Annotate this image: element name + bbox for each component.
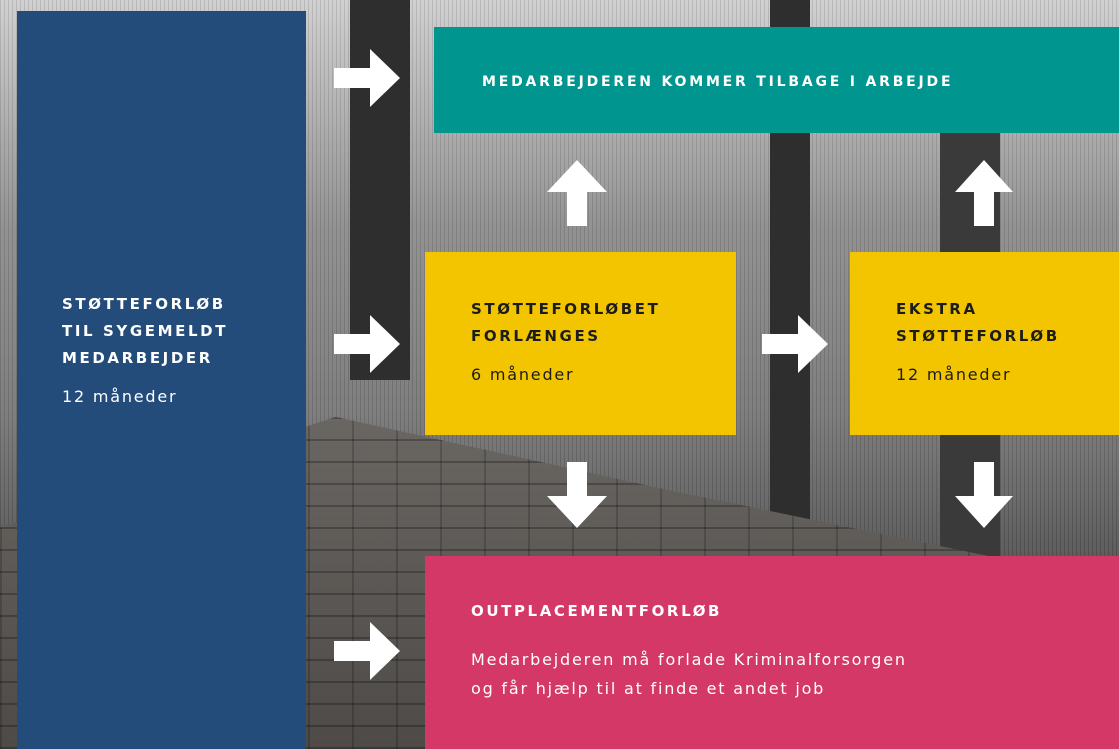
arrow-down-from-extended-icon — [547, 462, 607, 528]
extra-title: EKSTRA STØTTEFORLØB — [896, 300, 1060, 345]
arrow-right-to-return-icon — [334, 49, 400, 107]
extended-duration: 6 måneder — [471, 365, 575, 384]
outplacement-description: Medarbejderen må forlade Kriminalforsorg… — [471, 650, 907, 698]
start-box: STØTTEFORLØB TIL SYGEMELDT MEDARBEJDER 1… — [17, 11, 306, 749]
outplacement-box: OUTPLACEMENTFORLØB Medarbejderen må forl… — [425, 556, 1119, 749]
arrow-right-to-extended-icon — [334, 315, 400, 373]
arrow-up-from-extra-icon — [955, 160, 1013, 226]
arrow-right-to-outplacement-icon — [334, 622, 400, 680]
arrow-down-from-extra-icon — [955, 462, 1013, 528]
start-title: STØTTEFORLØB TIL SYGEMELDT MEDARBEJDER — [62, 295, 229, 367]
return-box: MEDARBEJDEREN KOMMER TILBAGE I ARBEJDE — [434, 27, 1119, 133]
extra-duration: 12 måneder — [896, 365, 1012, 384]
extra-box: EKSTRA STØTTEFORLØB 12 måneder — [850, 252, 1119, 435]
return-title: MEDARBEJDEREN KOMMER TILBAGE I ARBEJDE — [482, 74, 954, 90]
arrow-up-from-extended-icon — [547, 160, 607, 226]
extended-title: STØTTEFORLØBET FORLÆNGES — [471, 300, 661, 345]
arrow-right-to-extra-icon — [762, 315, 828, 373]
start-duration: 12 måneder — [62, 387, 178, 406]
extended-box: STØTTEFORLØBET FORLÆNGES 6 måneder — [425, 252, 736, 435]
outplacement-title: OUTPLACEMENTFORLØB — [471, 602, 723, 620]
